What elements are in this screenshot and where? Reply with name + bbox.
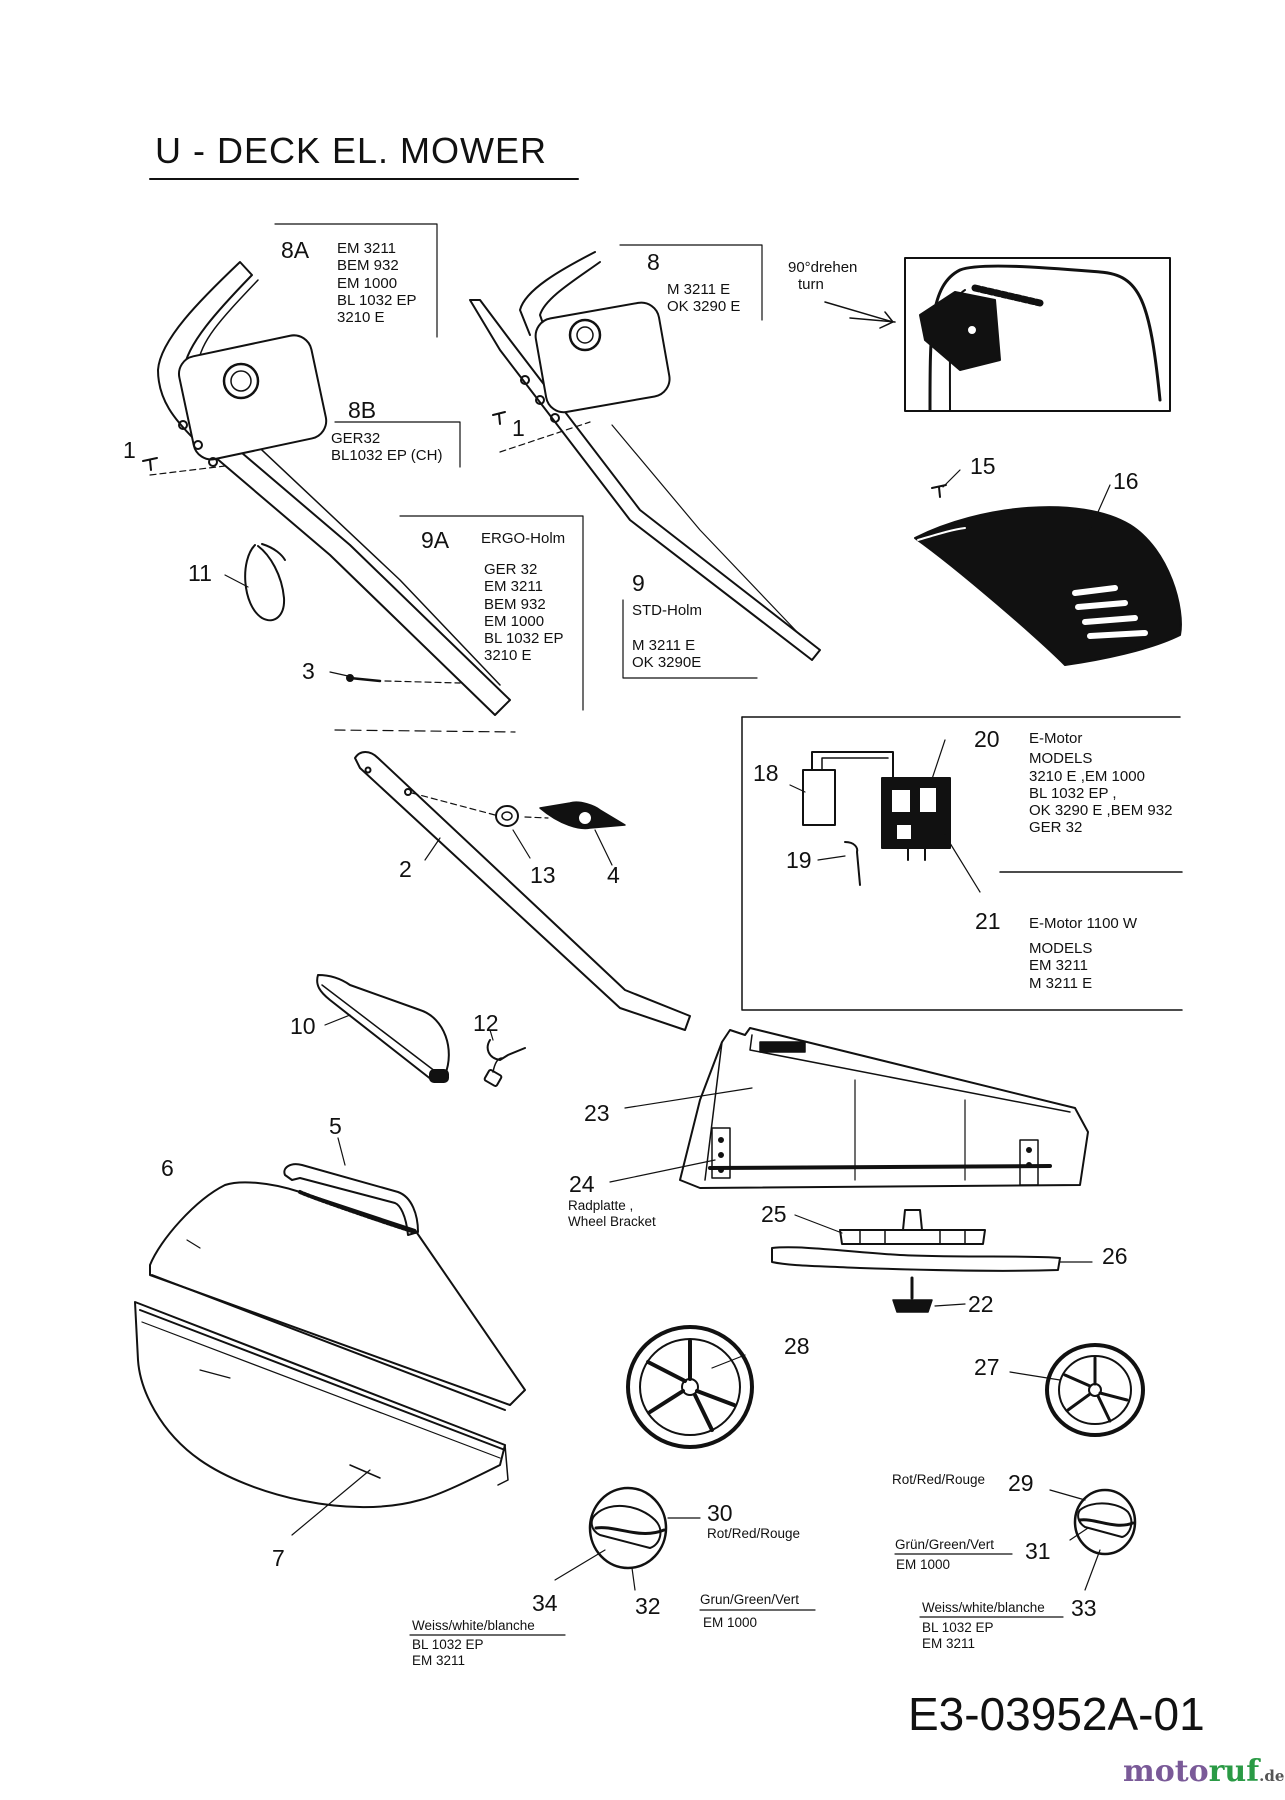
color-note-34: Weiss/white/blanche xyxy=(412,1618,535,1633)
part-label-10: 10 xyxy=(290,1013,316,1039)
bag-handle-5-drawing xyxy=(283,1137,419,1236)
part-label-24: 24 xyxy=(569,1171,595,1197)
handle-8-drawing xyxy=(469,251,821,661)
note-bracket-8A xyxy=(274,223,438,338)
fan-25-drawing xyxy=(794,1209,986,1245)
part-label-21: 21 xyxy=(975,908,1001,934)
part-label-4: 4 xyxy=(607,862,620,888)
wheel-cap-30-drawing xyxy=(554,1486,701,1591)
part-label-9: 9 xyxy=(632,570,645,596)
part-label-20: 20 xyxy=(974,726,1000,752)
part-label-13: 13 xyxy=(530,862,556,888)
part-label-8A: 8A xyxy=(281,237,310,263)
drawing-code: E3-03952A-01 xyxy=(908,1688,1205,1740)
note-bracket-8B xyxy=(334,421,461,468)
motor-hood-16-drawing xyxy=(914,484,1182,666)
part-label-31: 31 xyxy=(1025,1538,1051,1564)
part-label-8: 8 xyxy=(647,249,660,275)
part-label-23: 23 xyxy=(584,1100,610,1126)
part-label-33: 33 xyxy=(1071,1595,1097,1621)
color-note-29: Rot/Red/Rouge xyxy=(892,1472,986,1487)
wheel-27-drawing xyxy=(1009,1343,1145,1437)
part-label-27: 27 xyxy=(974,1354,1000,1380)
dashed-separator xyxy=(334,729,516,733)
turn-detail-drawing xyxy=(824,257,1171,412)
part-label-7: 7 xyxy=(272,1545,285,1571)
ergo-holm-heading: ERGO-Holm xyxy=(481,530,566,547)
part-label-18: 18 xyxy=(753,760,779,786)
part-label-34: 34 xyxy=(532,1590,558,1616)
model-note-31: EM 1000 xyxy=(896,1557,951,1572)
note-bracket-9A xyxy=(399,515,584,711)
part-label-12: 12 xyxy=(473,1010,499,1036)
color-note-31: Grün/Green/Vert xyxy=(895,1537,995,1552)
lower-handle-2-drawing xyxy=(354,751,691,1031)
part-label-2: 2 xyxy=(399,856,412,882)
part-label-1-right: 1 xyxy=(512,415,525,441)
washer-13-drawing xyxy=(495,805,531,859)
cable-clip-11-drawing xyxy=(224,543,286,622)
part-label-5: 5 xyxy=(329,1113,342,1139)
part-label-25: 25 xyxy=(761,1201,787,1227)
color-note-33: Weiss/white/blanche xyxy=(922,1600,1045,1615)
mower-deck-23-drawing xyxy=(609,1027,1089,1189)
grass-bag-6-drawing xyxy=(149,1181,526,1411)
part-label-28: 28 xyxy=(784,1333,810,1359)
wheel-bracket-note: Radplatte ,Wheel Bracket xyxy=(568,1198,656,1229)
emotor-box-drawing xyxy=(741,716,1183,1011)
part-label-19: 19 xyxy=(786,847,812,873)
spring-12-drawing xyxy=(483,1029,526,1087)
note-bracket-9 xyxy=(622,599,758,679)
part-label-11: 11 xyxy=(188,560,212,586)
blade-26-drawing xyxy=(771,1246,1093,1272)
screw-1-left-drawing xyxy=(142,457,158,471)
model-note-32: EM 1000 xyxy=(703,1615,758,1630)
page-title: U - DECK EL. MOWER xyxy=(155,130,548,171)
part-label-16: 16 xyxy=(1113,468,1139,494)
emotor-1100w-heading: E-Motor 1100 W xyxy=(1029,915,1138,932)
part-label-26: 26 xyxy=(1102,1243,1128,1269)
knob-4-drawing xyxy=(539,801,626,866)
note-bracket-8 xyxy=(619,244,763,321)
part-label-29: 29 xyxy=(1008,1470,1034,1496)
screw-1-right-drawing xyxy=(492,411,506,425)
part-label-22: 22 xyxy=(968,1291,994,1317)
part-label-15: 15 xyxy=(970,453,996,479)
color-note-32: Grun/Green/Vert xyxy=(700,1592,800,1607)
grass-bag-7-drawing xyxy=(134,1301,509,1536)
bolt-22-drawing xyxy=(892,1276,966,1313)
chute-10-drawing xyxy=(316,974,450,1083)
part-label-8B: 8B xyxy=(348,397,377,423)
part-label-30: 30 xyxy=(707,1500,733,1526)
handle-8A-drawing xyxy=(149,261,511,716)
part-label-32: 32 xyxy=(635,1593,661,1619)
wheel-28-drawing xyxy=(626,1325,754,1449)
part-label-1-left: 1 xyxy=(123,437,136,463)
std-holm-heading: STD-Holm xyxy=(632,602,702,619)
motoruf-watermark: motoruf.de xyxy=(1123,1754,1285,1789)
bolt-3-drawing xyxy=(329,671,461,684)
wheel-cap-29-drawing xyxy=(1049,1488,1137,1591)
part-label-9A: 9A xyxy=(421,527,450,553)
color-note-30: Rot/Red/Rouge xyxy=(707,1526,801,1541)
part-label-6: 6 xyxy=(161,1155,174,1181)
part-label-3: 3 xyxy=(302,658,315,684)
